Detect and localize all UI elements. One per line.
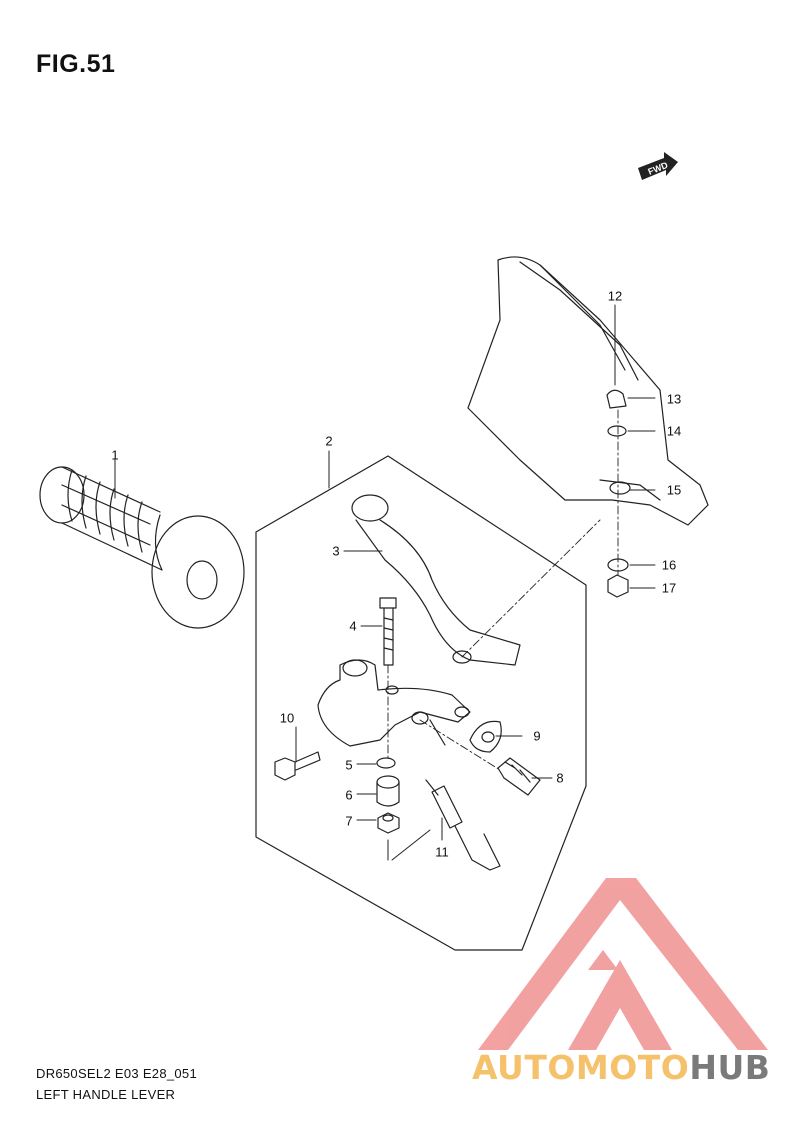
callout-10: 10 (279, 710, 295, 726)
callout-17: 17 (661, 580, 677, 596)
callout-16: 16 (661, 557, 677, 573)
spacer-collar (376, 775, 400, 807)
lever-pivot-bolt (379, 597, 397, 666)
figure-title: FIG.51 (36, 50, 116, 78)
watermark-brand-part2: HUB (689, 1048, 771, 1087)
callout-8: 8 (556, 770, 564, 786)
clutch-cable-end (425, 719, 501, 871)
section-name: LEFT HANDLE LEVER (36, 1087, 176, 1102)
lock-nut (377, 812, 400, 834)
lever-holder (317, 659, 471, 747)
leader-lines (114, 304, 656, 861)
mount-washer (609, 481, 631, 495)
hand-guard (467, 256, 709, 526)
flat-washer (607, 425, 627, 437)
cable-adjuster-bolt (497, 757, 541, 796)
callout-13: 13 (666, 391, 682, 407)
clutch-lever (351, 494, 521, 666)
automotohub-logo (478, 878, 768, 1050)
callout-15: 15 (666, 482, 682, 498)
callout-4: 4 (349, 618, 357, 634)
holder-screw (274, 751, 321, 781)
assembly-outline (255, 455, 587, 951)
callout-2: 2 (325, 433, 333, 449)
callout-3: 3 (332, 543, 340, 559)
callout-5: 5 (345, 757, 353, 773)
callout-9: 9 (533, 728, 541, 744)
model-code: DR650SEL2 E03 E28_051 (36, 1066, 197, 1081)
callout-7: 7 (345, 813, 353, 829)
watermark-brand-part1: AUTOMOTO (472, 1048, 690, 1087)
hex-nut (607, 574, 629, 598)
cable-adjuster-nut (469, 720, 502, 753)
callout-14: 14 (666, 423, 682, 439)
alignment-lines (387, 409, 619, 771)
callout-6: 6 (345, 787, 353, 803)
callout-1: 1 (111, 447, 119, 463)
callout-11: 11 (435, 844, 449, 860)
forward-direction-icon: FWD (638, 152, 678, 180)
watermark-brand: AUTOMOTOHUB (472, 1048, 770, 1087)
handlebar-grip (39, 466, 245, 629)
cap-nut (606, 389, 627, 409)
callout-12: 12 (607, 288, 623, 304)
washer (376, 757, 396, 769)
